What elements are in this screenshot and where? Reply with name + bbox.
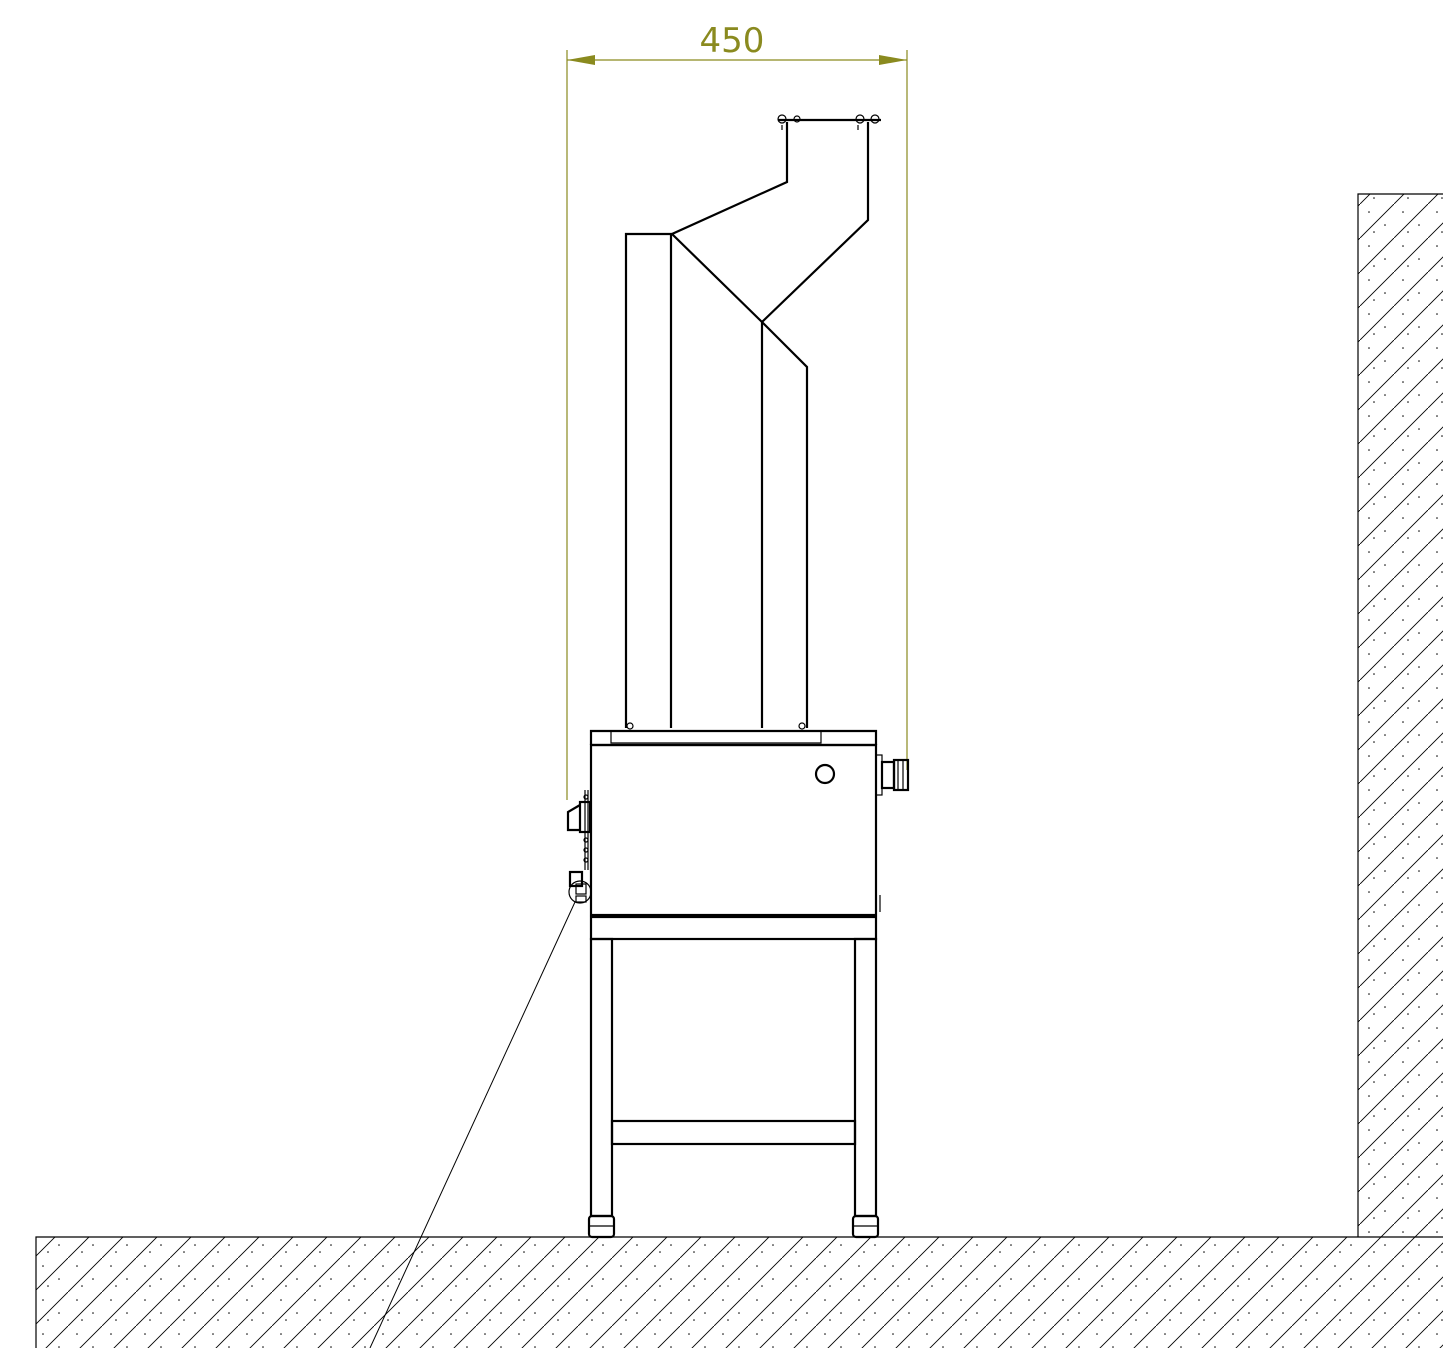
indicator-light bbox=[814, 763, 836, 785]
width-dimension: 450 bbox=[566, 21, 908, 800]
exhaust-duct bbox=[624, 114, 881, 730]
floor-section bbox=[35, 1236, 1443, 1348]
dimension-label: 450 bbox=[700, 21, 765, 61]
appliance-body bbox=[566, 729, 910, 917]
detail-leader bbox=[369, 901, 576, 1348]
right-knob bbox=[875, 754, 910, 796]
detail-marker bbox=[568, 880, 592, 904]
wall-section bbox=[1357, 193, 1443, 1237]
stand bbox=[587, 915, 880, 1239]
left-controls bbox=[566, 790, 592, 904]
